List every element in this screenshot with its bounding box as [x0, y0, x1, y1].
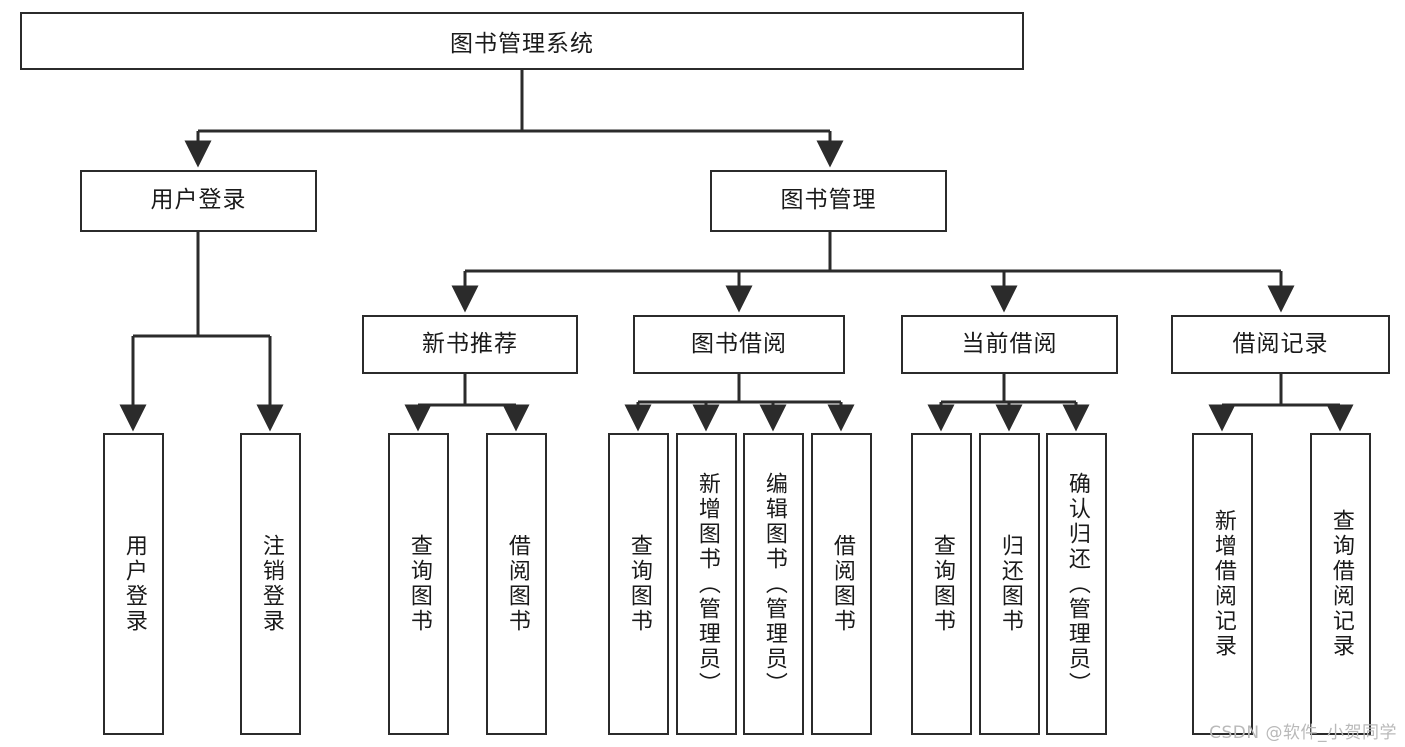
leaf-query-book-2-label: 查询图书: [626, 534, 652, 634]
leaf-query-book-2[interactable]: 查询图书: [608, 433, 669, 735]
leaf-confirm-return-label: 确认归还（管理员）: [1064, 471, 1090, 697]
leaf-edit-book[interactable]: 编辑图书（管理员）: [743, 433, 804, 735]
leaf-add-book-label: 新增图书（管理员）: [694, 471, 720, 697]
node-borrow-record-label: 借阅记录: [1232, 330, 1329, 357]
leaf-logout-login[interactable]: 注销登录: [240, 433, 301, 735]
csdn-watermark: CSDN @软件_小贺同学: [1209, 723, 1397, 743]
leaf-query-book-1-label: 查询图书: [406, 534, 432, 634]
node-new-book-recommend[interactable]: 新书推荐: [362, 315, 578, 374]
node-book-manage[interactable]: 图书管理: [710, 170, 947, 232]
node-user-login-label: 用户登录: [150, 187, 247, 214]
node-root-book-management-system[interactable]: 图书管理系统: [20, 12, 1024, 70]
leaf-borrow-book-2-label: 借阅图书: [829, 534, 855, 634]
node-book-manage-label: 图书管理: [780, 187, 877, 214]
leaf-user-login-label: 用户登录: [121, 534, 147, 634]
leaf-query-book-1[interactable]: 查询图书: [388, 433, 449, 735]
node-new-book-recommend-label: 新书推荐: [422, 330, 518, 357]
leaf-borrow-book-1[interactable]: 借阅图书: [486, 433, 547, 735]
node-root-label: 图书管理系统: [450, 31, 594, 57]
leaf-add-record-label: 新增借阅记录: [1210, 509, 1236, 659]
leaf-borrow-book-1-label: 借阅图书: [504, 534, 530, 634]
leaf-return-book[interactable]: 归还图书: [979, 433, 1040, 735]
leaf-query-record[interactable]: 查询借阅记录: [1310, 433, 1371, 735]
node-borrow-record[interactable]: 借阅记录: [1171, 315, 1390, 374]
leaf-return-book-label: 归还图书: [997, 534, 1023, 634]
leaf-query-record-label: 查询借阅记录: [1328, 509, 1354, 659]
node-user-login[interactable]: 用户登录: [80, 170, 317, 232]
leaf-borrow-book-2[interactable]: 借阅图书: [811, 433, 872, 735]
leaf-edit-book-label: 编辑图书（管理员）: [761, 471, 787, 697]
leaf-query-book-3[interactable]: 查询图书: [911, 433, 972, 735]
leaf-user-login[interactable]: 用户登录: [103, 433, 164, 735]
node-current-borrow[interactable]: 当前借阅: [901, 315, 1118, 374]
leaf-add-book[interactable]: 新增图书（管理员）: [676, 433, 737, 735]
leaf-add-record[interactable]: 新增借阅记录: [1192, 433, 1253, 735]
node-book-borrow-label: 图书借阅: [691, 330, 787, 357]
node-book-borrow[interactable]: 图书借阅: [633, 315, 845, 374]
node-current-borrow-label: 当前借阅: [961, 330, 1058, 357]
leaf-logout-login-label: 注销登录: [258, 534, 284, 634]
leaf-query-book-3-label: 查询图书: [929, 534, 955, 634]
leaf-confirm-return[interactable]: 确认归还（管理员）: [1046, 433, 1107, 735]
